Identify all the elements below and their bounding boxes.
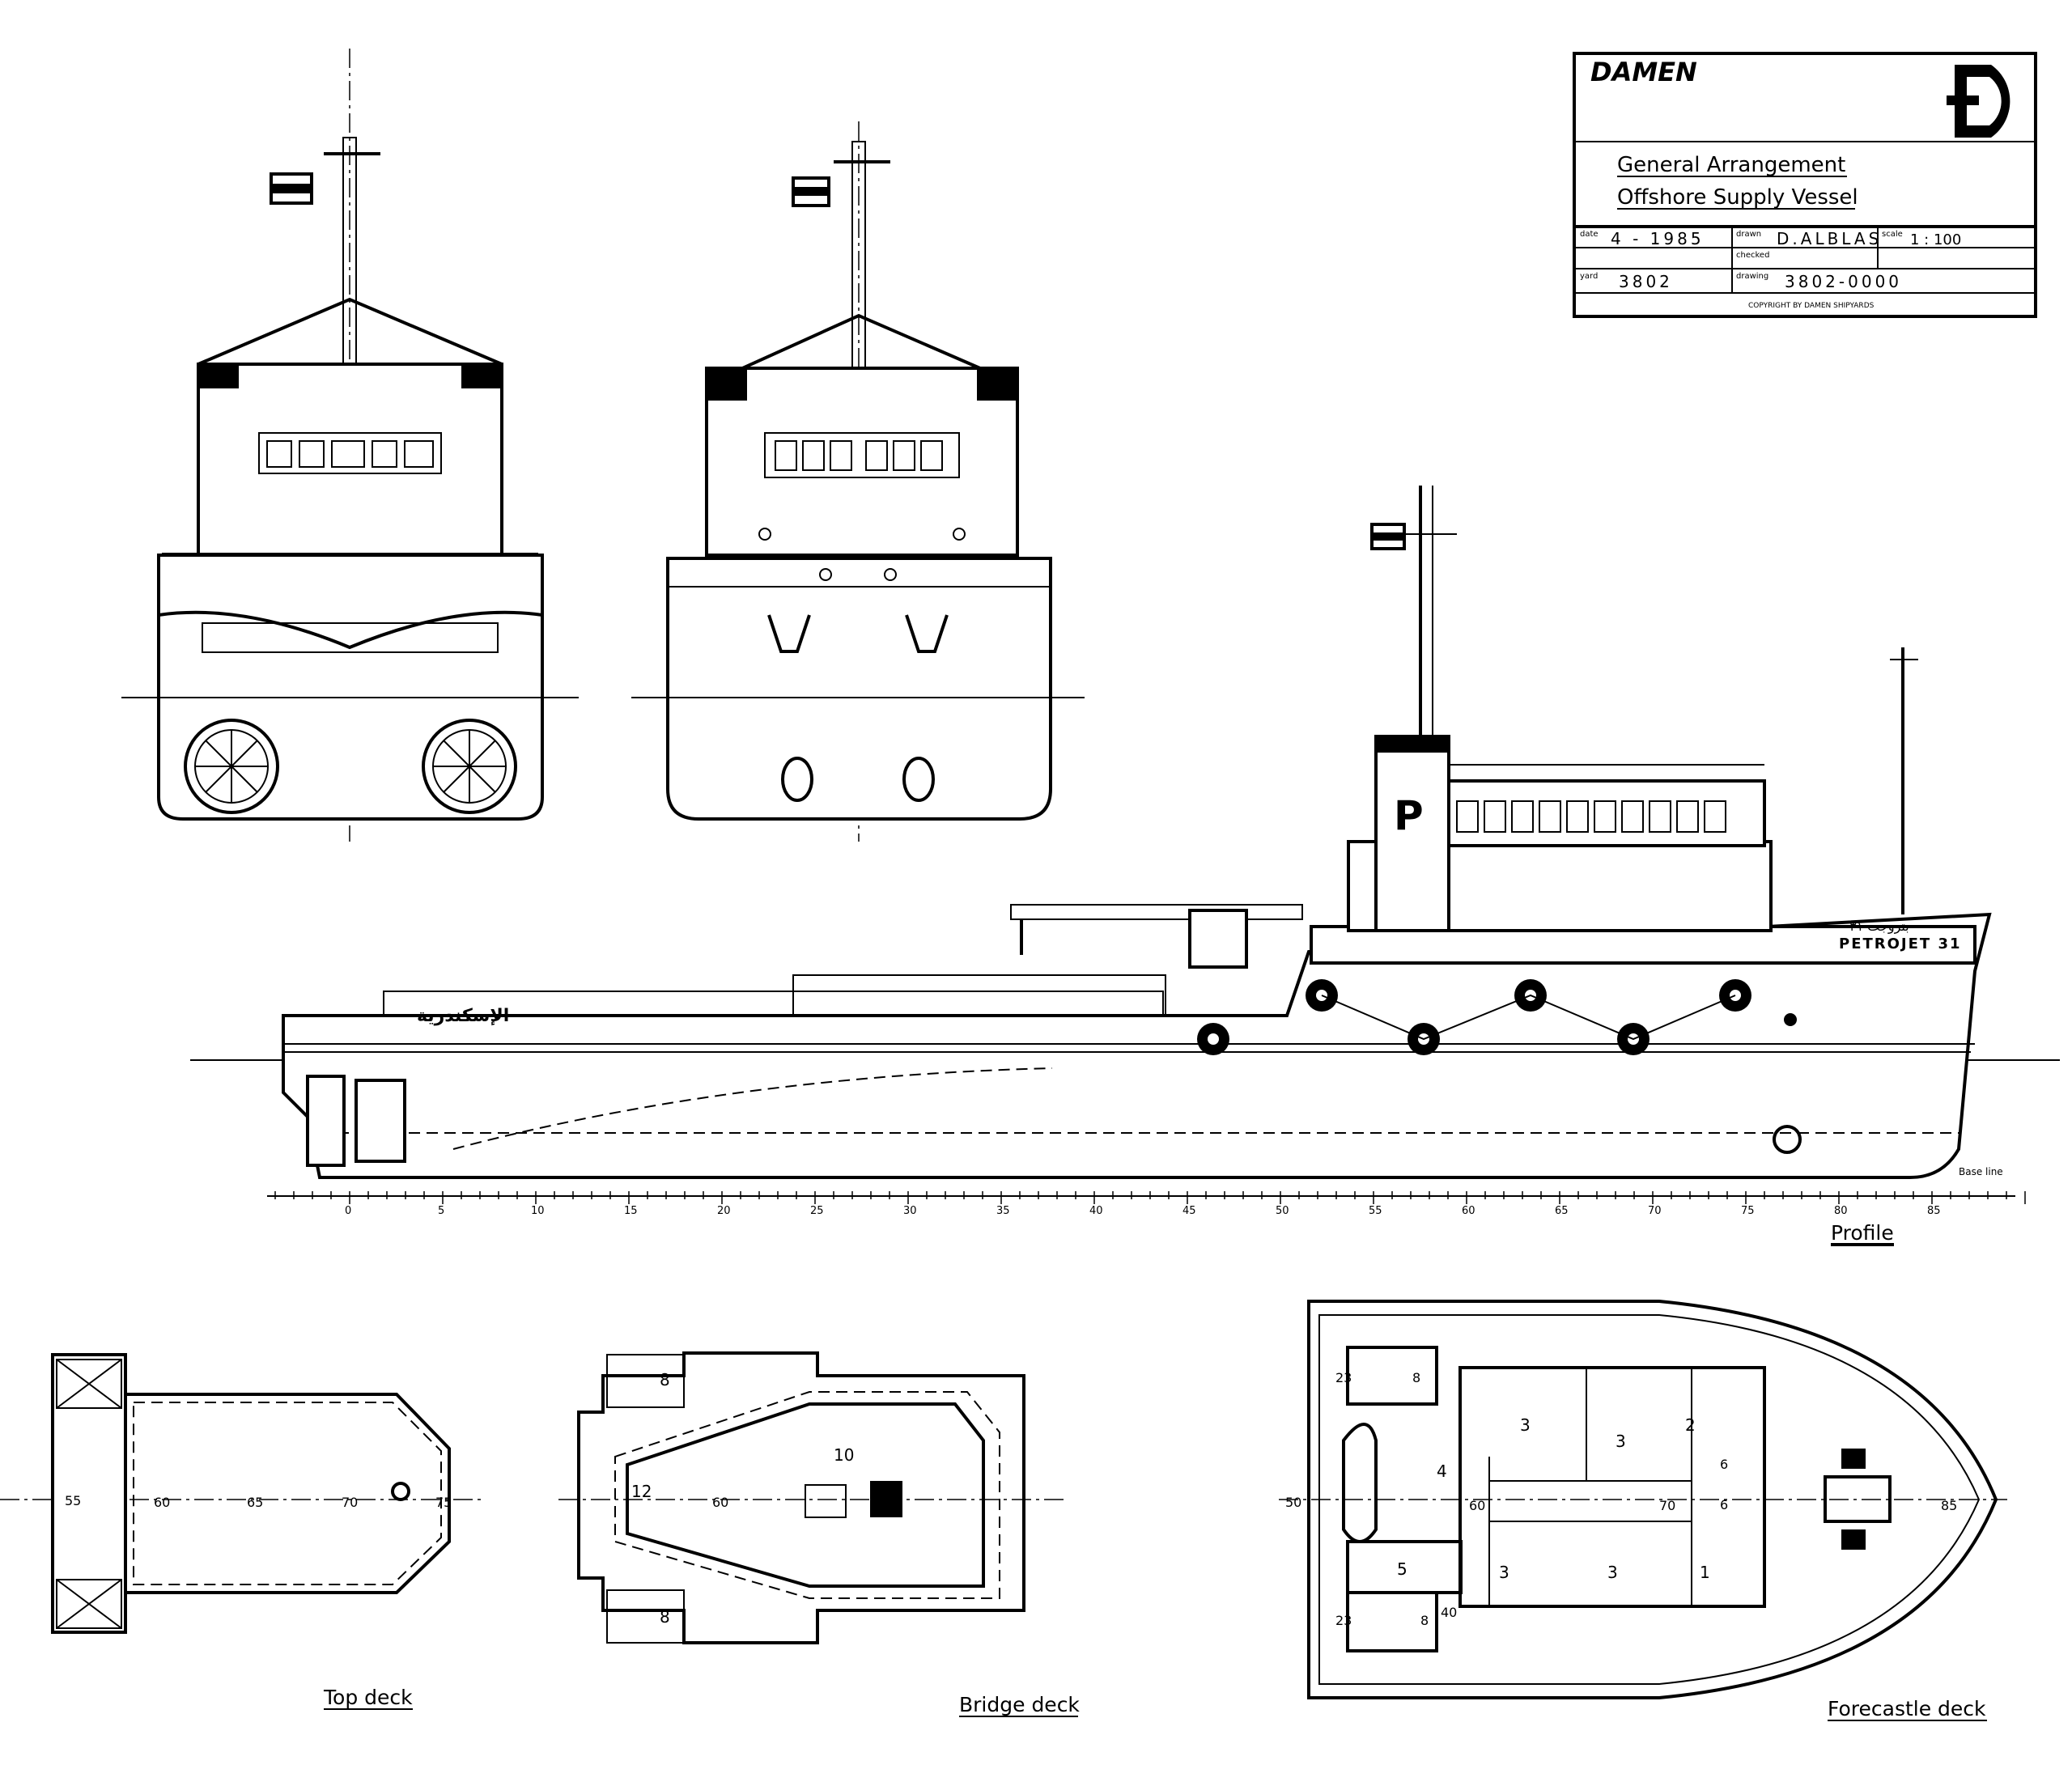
room-number: 3 — [1520, 1415, 1531, 1435]
frame-tick-label: 35 — [996, 1205, 1010, 1217]
frame-number: 55 — [65, 1493, 81, 1508]
flag-icon — [1370, 523, 1406, 550]
frame-tick-label: 65 — [1555, 1205, 1569, 1217]
frame-tick-label: 40 — [1089, 1205, 1103, 1217]
frame-scale: 0 5 10 15 20 25 30 35 40 45 50 55 60 65 70 75 80 85 — [274, 1191, 2026, 1217]
drawing-subtitle: Offshore Supply Vessel — [1617, 185, 1858, 210]
room-number: 8 — [660, 1370, 670, 1389]
wheelhouse-windows — [1456, 800, 1726, 833]
fender-tyre-icon — [1197, 979, 1751, 1055]
room-number: 3 — [1499, 1563, 1509, 1582]
frame-tick-label: 15 — [624, 1205, 638, 1217]
frame-tick-label: 10 — [531, 1205, 545, 1217]
propeller-icon — [184, 719, 279, 814]
frame-tick-label: 75 — [1741, 1205, 1755, 1217]
room-number: 23 — [1335, 1613, 1352, 1628]
ship-name: PETROJET 31 — [1839, 935, 1962, 952]
drawn-label: drawn — [1736, 230, 1761, 239]
funnel-logo: P — [1394, 792, 1424, 839]
checked-label: checked — [1736, 251, 1769, 260]
bridge-deck-label: Bridge deck — [959, 1693, 1080, 1716]
top-deck-plan: 55 60 65 70 75 Top deck — [0, 1353, 486, 1710]
frame-tick-label: 70 — [1648, 1205, 1662, 1217]
date-label: date — [1580, 230, 1599, 239]
anchor-icon — [767, 614, 811, 653]
room-number: 8 — [1412, 1370, 1420, 1385]
room-number: 8 — [660, 1607, 670, 1627]
room-number: 4 — [1437, 1461, 1447, 1481]
room-number: 5 — [1397, 1559, 1408, 1579]
date-value: 4 - 1985 — [1611, 229, 1705, 248]
frame-number: 85 — [1941, 1498, 1957, 1513]
top-deck-label: Top deck — [323, 1686, 413, 1709]
forecastle-deck-plan: 4 3 3 2 3 3 1 5 23 8 23 8 40 6 6 50 60 7… — [1279, 1300, 2007, 1721]
room-number: 6 — [1720, 1457, 1728, 1472]
frame-number: 65 — [247, 1495, 263, 1510]
yard-number: 3802 — [1619, 272, 1673, 291]
room-number: 23 — [1335, 1370, 1352, 1385]
flag-icon — [270, 172, 313, 205]
frame-tick-label: 30 — [903, 1205, 917, 1217]
frame-number: 50 — [1285, 1495, 1301, 1510]
baseline-label: Base line — [1959, 1166, 2003, 1177]
drawing-title: General Arrangement — [1617, 153, 1845, 177]
rescue-boat — [1342, 1423, 1378, 1543]
title-block: DAMEN General Arrangement Offshore Suppl… — [1573, 52, 2037, 318]
scale-label: scale — [1882, 230, 1903, 239]
frame-tick-label: 55 — [1369, 1205, 1382, 1217]
drawing-number-label: drawing — [1736, 272, 1768, 281]
frame-tick-label: 60 — [1462, 1205, 1475, 1217]
frame-tick-label: 0 — [345, 1205, 351, 1217]
bridge-deck-plan: 8 8 10 12 60 Bridge deck — [558, 1351, 1080, 1717]
room-number: 10 — [834, 1445, 854, 1465]
frame-number: 70 — [1659, 1498, 1675, 1513]
ship-name-arabic: بتروجت ٣١ — [1849, 918, 1909, 935]
scale-value: 1 : 100 — [1910, 231, 1961, 248]
bow-view — [631, 121, 1085, 842]
bow-thruster-icon — [1773, 1125, 1802, 1154]
frame-number: 75 — [435, 1495, 452, 1510]
frame-tick-label: 50 — [1276, 1205, 1289, 1217]
room-number: 3 — [1607, 1563, 1618, 1582]
room-number: 12 — [631, 1482, 652, 1501]
room-number: 8 — [1420, 1613, 1429, 1628]
stern-port-name: الإسكندرية — [417, 1006, 509, 1026]
frame-number: 60 — [712, 1495, 728, 1510]
crane — [1010, 904, 1303, 969]
forecastle-deck-label: Forecastle deck — [1828, 1697, 1986, 1720]
company-logo-text: DAMEN — [1590, 57, 1697, 87]
stern-view — [121, 49, 579, 842]
frame-tick-label: 80 — [1834, 1205, 1848, 1217]
frame-tick-label: 45 — [1182, 1205, 1196, 1217]
room-number: 2 — [1685, 1415, 1696, 1435]
copyright-note: COPYRIGHT BY DAMEN SHIPYARDS — [1748, 302, 1875, 310]
room-number: 3 — [1616, 1432, 1626, 1451]
drawing-number: 3802-0000 — [1785, 272, 1902, 291]
frame-tick-label: 20 — [717, 1205, 731, 1217]
frame-tick-label: 5 — [438, 1205, 444, 1217]
frame-tick-label: 25 — [810, 1205, 824, 1217]
anchor-windlass-icon — [1824, 1449, 1892, 1550]
flag-icon — [792, 176, 830, 207]
profile-view: الإسكندرية P بتروجت ٣١ PETROJET 31 — [190, 486, 2060, 1246]
propeller-icon — [422, 719, 517, 814]
room-number: 40 — [1441, 1605, 1457, 1620]
drawn-value: D.ALBLAS — [1777, 229, 1882, 248]
frame-number: 60 — [1469, 1498, 1485, 1513]
room-number: 1 — [1700, 1563, 1710, 1582]
room-number: 6 — [1720, 1497, 1728, 1512]
anchor-icon — [905, 614, 949, 653]
frame-number: 60 — [154, 1495, 170, 1510]
frame-tick-label: 85 — [1927, 1205, 1941, 1217]
frame-number: 70 — [342, 1495, 358, 1510]
profile-label: Profile — [1831, 1221, 1894, 1245]
yard-label: yard — [1580, 272, 1598, 281]
damen-logo-icon — [1947, 65, 2010, 138]
